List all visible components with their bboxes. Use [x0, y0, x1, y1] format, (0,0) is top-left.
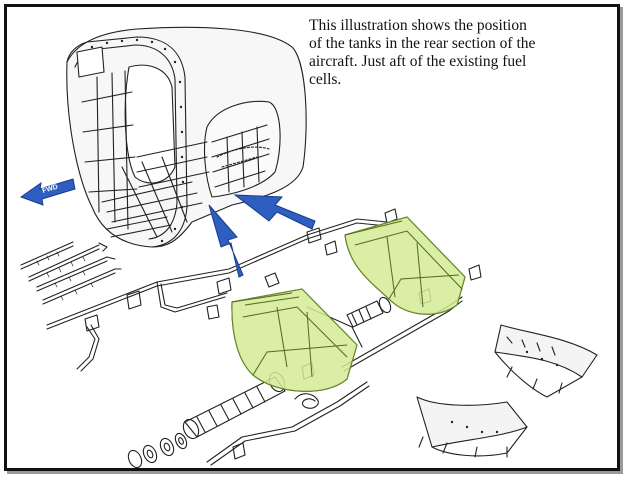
illustration-frame: FWD This illustration shows the position…: [4, 4, 620, 471]
filter-assembly: [127, 296, 392, 468]
caption-line-1: This illustration shows the position: [309, 17, 527, 34]
curved-panels: [416, 324, 598, 458]
fuselage-section: [66, 26, 307, 248]
position-arrow-lower: [208, 204, 244, 278]
caption-line-3: aircraft. Just aft of the existing fuel: [309, 53, 527, 70]
forward-tank-highlight: [231, 288, 358, 392]
aft-tank-highlight: [344, 216, 466, 315]
caption-line-2: of the tanks in the rear section of the: [309, 35, 536, 52]
fwd-label: FWD: [42, 184, 59, 195]
position-arrow-upper: [233, 194, 316, 230]
caption-line-4: cells.: [309, 71, 342, 88]
fuel-tank-illustration: FWD: [19, 26, 598, 468]
fwd-arrow-icon: FWD: [19, 178, 76, 206]
probe-rods: [20, 241, 122, 305]
caption-text: This illustration shows the position of …: [309, 17, 599, 89]
